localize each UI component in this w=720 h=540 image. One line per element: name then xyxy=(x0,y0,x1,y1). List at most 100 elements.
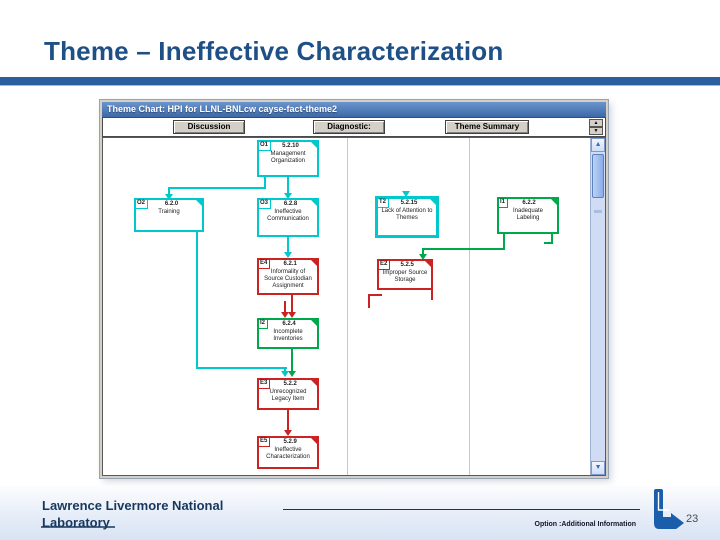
node-code: 6.2.4 xyxy=(282,321,296,327)
node-id: O2 xyxy=(136,200,149,209)
connector-line xyxy=(284,367,286,372)
connector-line xyxy=(291,295,293,312)
title-divider xyxy=(0,77,720,86)
folded-corner-icon xyxy=(310,199,318,207)
connector-arrowhead-icon xyxy=(288,312,296,318)
node-code: 5.2.10 xyxy=(282,143,299,149)
connector-line xyxy=(368,294,382,296)
scrollbar-thumb[interactable] xyxy=(592,154,605,198)
org-name-line1: Lawrence Livermore National xyxy=(42,498,224,513)
window-titlebar[interactable]: Theme Chart: HPI for LLNL-BNLcw cayse-fa… xyxy=(102,102,606,117)
spinner-up-icon[interactable]: ▲ xyxy=(589,119,603,127)
vertical-scrollbar[interactable]: ▲ ▼ xyxy=(590,138,606,475)
node-label: Informality of Source Custodian Assignme… xyxy=(264,269,312,289)
scrollbar-mark xyxy=(594,210,603,213)
node-label: Improper Source Storage xyxy=(382,270,428,283)
page-number: 23 xyxy=(686,513,699,525)
connector-arrowhead-icon xyxy=(281,312,289,318)
folded-corner-icon xyxy=(310,259,318,267)
connector-line xyxy=(431,290,433,300)
node-code: 6.2.8 xyxy=(283,201,298,207)
connector-line xyxy=(551,234,553,243)
connector-line xyxy=(544,242,553,244)
folded-corner-icon xyxy=(310,379,318,387)
folded-corner-icon xyxy=(429,198,437,206)
node-id: T2 xyxy=(378,199,390,208)
node-id: E3 xyxy=(259,380,271,389)
connector-line xyxy=(503,234,505,249)
connector-arrowhead-icon xyxy=(284,252,292,258)
node-code: 5.2.5 xyxy=(400,262,414,268)
toolbar-spinner: ▲ ▼ xyxy=(589,119,603,136)
connector-line xyxy=(196,232,198,368)
connector-arrowhead-icon xyxy=(284,430,292,436)
connector-line xyxy=(287,177,289,193)
connector-arrowhead-icon xyxy=(284,193,292,199)
discussion-button[interactable]: Discussion xyxy=(173,120,245,134)
node-id: E5 xyxy=(259,438,271,447)
node-label: Management Organization xyxy=(270,151,306,164)
connector-arrowhead-icon xyxy=(402,191,410,197)
node-id: O3 xyxy=(259,200,272,209)
node-label: Training xyxy=(158,209,180,215)
connector-line xyxy=(284,301,286,312)
window-title: Theme Chart: HPI for LLNL-BNLcw cayse-fa… xyxy=(107,104,338,114)
folded-corner-icon xyxy=(310,141,318,149)
scroll-down-icon[interactable]: ▼ xyxy=(591,461,606,475)
connector-arrowhead-icon xyxy=(165,194,173,200)
connector-line xyxy=(264,176,266,188)
theme-summary-button[interactable]: Theme Summary xyxy=(445,120,529,134)
folded-corner-icon xyxy=(310,437,318,445)
overlapping-text-artifact xyxy=(41,526,115,528)
folded-corner-icon xyxy=(424,260,432,268)
connector-line xyxy=(168,189,170,195)
connector-line xyxy=(287,237,289,252)
node-label: Ineffective Characterization xyxy=(266,447,310,460)
node-label: Inadequate Labeling xyxy=(512,208,544,221)
connector-line xyxy=(291,349,293,371)
connector-arrowhead-icon xyxy=(419,254,427,260)
node-id: I2 xyxy=(259,320,269,329)
column-divider xyxy=(347,138,348,475)
connector-line xyxy=(422,250,424,254)
node-code: 5.2.15 xyxy=(400,200,418,206)
diagnostic-button[interactable]: Diagnostic: xyxy=(313,120,385,134)
node-id: E4 xyxy=(259,260,271,269)
node-id: E2 xyxy=(379,261,391,270)
page-title: Theme – Ineffective Characterization xyxy=(44,36,504,66)
connector-line xyxy=(168,187,266,189)
node-code: 6.2.2 xyxy=(522,200,536,206)
node-label: Unrecognized Legacy Item xyxy=(269,389,307,402)
toolbar: Discussion Diagnostic: Theme Summary ▲ ▼ xyxy=(102,117,606,137)
slide-footer: Lawrence Livermore National Laboratory O… xyxy=(0,486,720,540)
column-divider xyxy=(469,138,470,475)
folded-corner-icon xyxy=(195,199,203,207)
scroll-up-icon[interactable]: ▲ xyxy=(591,138,606,152)
connector-line xyxy=(287,410,289,430)
connector-arrowhead-icon xyxy=(281,371,289,377)
node-code: 6.2.1 xyxy=(283,261,297,267)
connector-line xyxy=(368,294,370,308)
connector-arrowhead-icon xyxy=(288,371,296,377)
footer-divider xyxy=(283,509,640,510)
folded-corner-icon xyxy=(310,319,318,327)
node-code: 5.2.9 xyxy=(283,439,297,445)
node-label: Ineffective Communication xyxy=(267,209,309,222)
node-label: Lack of Attention to Themes xyxy=(381,208,433,221)
node-code: 6.2.0 xyxy=(164,201,179,207)
node-id: I1 xyxy=(499,199,509,208)
node-id: O1 xyxy=(259,142,272,151)
spinner-down-icon[interactable]: ▼ xyxy=(589,127,603,135)
